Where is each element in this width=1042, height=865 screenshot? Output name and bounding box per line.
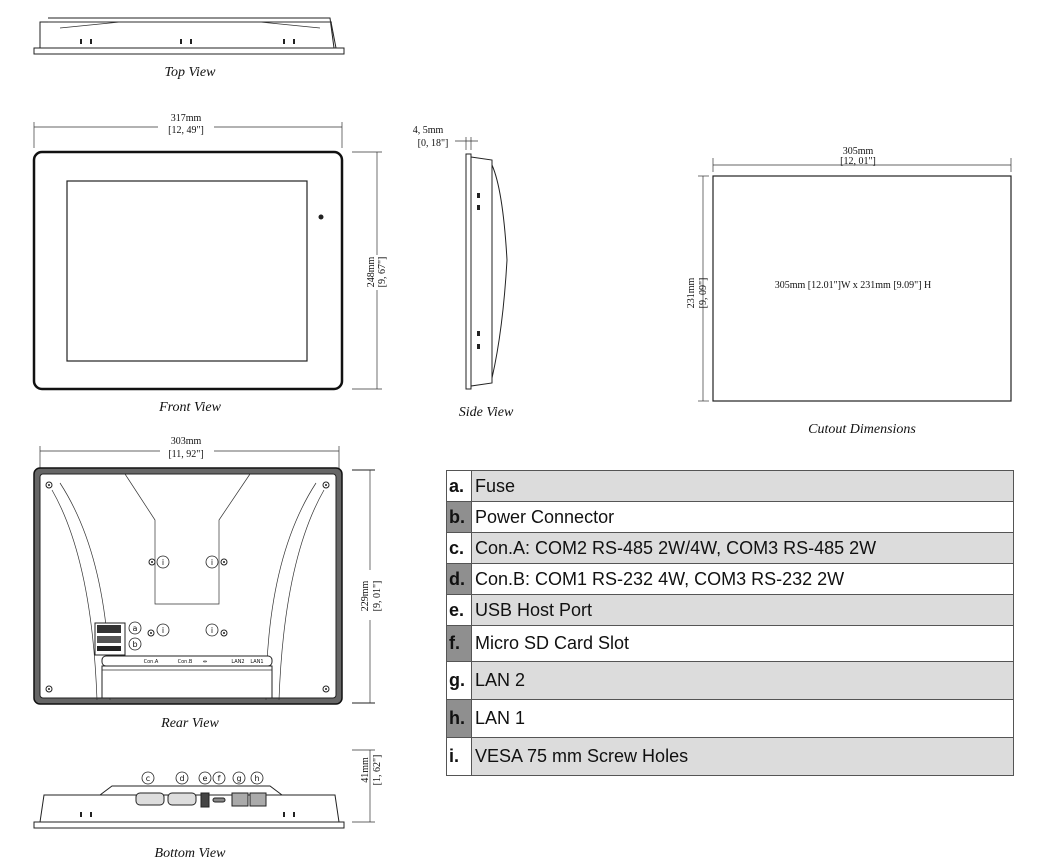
lan1-port bbox=[249, 792, 267, 807]
top-view-holes bbox=[80, 39, 295, 44]
bottom-view: c d e f g h 41mm [1, 62"] Bottom View bbox=[33, 749, 383, 861]
rear-callout-a: a bbox=[133, 624, 138, 633]
bottom-callouts: c d e f g h bbox=[141, 771, 264, 785]
rear-label-lan2: LAN2 bbox=[231, 659, 244, 665]
caption-side-view: Side View bbox=[459, 405, 514, 420]
sd-slot bbox=[212, 797, 226, 803]
legend-key: c. bbox=[446, 532, 472, 564]
usb-port bbox=[200, 792, 210, 808]
bottom-callout-d: d bbox=[179, 774, 184, 783]
legend-text: Micro SD Card Slot bbox=[471, 625, 1014, 662]
caption-rear-view: Rear View bbox=[160, 716, 219, 731]
rear-screws bbox=[45, 481, 330, 693]
rear-view: 303mm [11, 92"] i i i i bbox=[33, 436, 383, 731]
bottom-callout-e: e bbox=[203, 774, 208, 783]
front-height-mm: 248mm bbox=[366, 257, 377, 288]
legend-key: d. bbox=[446, 563, 472, 595]
cutout-view: 305mm [12, 01"] 231mm [9, 09"] 305mm [12… bbox=[686, 146, 1012, 437]
cutout-height-in: [9, 09"] bbox=[698, 278, 709, 309]
usb-icon: ⇹ bbox=[203, 659, 207, 665]
rear-label-con-a: Con.A bbox=[144, 659, 159, 665]
legend-row-i: i. VESA 75 mm Screw Holes bbox=[446, 737, 1014, 776]
legend-text: LAN 2 bbox=[471, 661, 1014, 700]
caption-top-view: Top View bbox=[165, 65, 217, 80]
top-view: Top View bbox=[33, 17, 345, 80]
rear-callouts-i: i i i i bbox=[156, 555, 219, 637]
bottom-depth-mm: 41mm bbox=[360, 757, 371, 783]
legend-text: LAN 1 bbox=[471, 699, 1014, 738]
bottom-callout-h: h bbox=[254, 774, 259, 783]
cutout-height-mm: 231mm bbox=[686, 278, 697, 309]
front-width-mm: 317mm bbox=[171, 113, 202, 124]
legend-text: Power Connector bbox=[471, 501, 1014, 533]
cutout-note: 305mm [12.01"]W x 231mm [9.09"] H bbox=[775, 280, 932, 291]
rear-callout-i-4: i bbox=[211, 626, 213, 635]
cutout-rect bbox=[712, 175, 1012, 402]
legend-row-a: a. Fuse bbox=[446, 470, 1014, 502]
side-view: 4, 5mm [0, 18"] Side View bbox=[413, 125, 514, 420]
rear-height-in: [9, 01"] bbox=[372, 581, 383, 612]
legend-key: a. bbox=[446, 470, 472, 502]
legend-key: e. bbox=[446, 594, 472, 626]
caption-front-view: Front View bbox=[158, 400, 221, 415]
rear-height-mm: 229mm bbox=[360, 581, 371, 612]
bottom-callout-c: c bbox=[146, 774, 150, 783]
front-width-in: [12, 49"] bbox=[168, 125, 204, 136]
legend-text: VESA 75 mm Screw Holes bbox=[471, 737, 1014, 776]
rear-callout-i-1: i bbox=[162, 558, 164, 567]
legend-text: Fuse bbox=[471, 470, 1014, 502]
rear-callout-i-2: i bbox=[211, 558, 213, 567]
power-led-icon bbox=[318, 214, 324, 220]
com-port-d bbox=[167, 792, 197, 806]
legend-row-h: h. LAN 1 bbox=[446, 699, 1014, 738]
com-port-c bbox=[135, 792, 165, 806]
rear-callout-b: b bbox=[132, 640, 137, 649]
legend-text: Con.A: COM2 RS-485 2W/4W, COM3 RS-485 2W bbox=[471, 532, 1014, 564]
front-screen bbox=[66, 180, 308, 362]
legend-row-e: e. USB Host Port bbox=[446, 594, 1014, 626]
rear-width-in: [11, 92"] bbox=[168, 449, 203, 460]
bottom-depth-in: [1, 62"] bbox=[372, 755, 383, 786]
front-view: 317mm [12, 49"] 248mm [9, 67"] Front Vie… bbox=[32, 113, 388, 415]
legend-key: i. bbox=[446, 737, 472, 776]
legend-row-c: c. Con.A: COM2 RS-485 2W/4W, COM3 RS-485… bbox=[446, 532, 1014, 564]
legend-key: f. bbox=[446, 625, 472, 662]
legend-table: a. Fuse b. Power Connector c. Con.A: COM… bbox=[446, 470, 1014, 776]
rear-label-lan1: LAN1 bbox=[250, 659, 263, 665]
side-depth-in: [0, 18"] bbox=[418, 138, 449, 149]
legend-row-b: b. Power Connector bbox=[446, 501, 1014, 533]
caption-cutout: Cutout Dimensions bbox=[808, 422, 916, 437]
cutout-width-mm: 305mm bbox=[843, 146, 874, 157]
rear-width-mm: 303mm bbox=[171, 436, 202, 447]
legend-row-g: g. LAN 2 bbox=[446, 661, 1014, 700]
lan2-port bbox=[231, 792, 249, 807]
legend-text: Con.B: COM1 RS-232 4W, COM3 RS-232 2W bbox=[471, 563, 1014, 595]
legend-row-f: f. Micro SD Card Slot bbox=[446, 625, 1014, 662]
rear-callout-i-3: i bbox=[162, 626, 164, 635]
cutout-width-in: [12, 01"] bbox=[840, 156, 876, 167]
legend-key: g. bbox=[446, 661, 472, 700]
legend-row-d: d. Con.B: COM1 RS-232 4W, COM3 RS-232 2W bbox=[446, 563, 1014, 595]
side-depth-mm: 4, 5mm bbox=[413, 125, 444, 136]
front-height-in: [9, 67"] bbox=[377, 257, 388, 288]
bottom-callout-f: f bbox=[218, 774, 221, 783]
legend-text: USB Host Port bbox=[471, 594, 1014, 626]
bottom-callout-g: g bbox=[236, 774, 241, 783]
legend-key: h. bbox=[446, 699, 472, 738]
caption-bottom-view: Bottom View bbox=[155, 846, 227, 861]
legend-key: b. bbox=[446, 501, 472, 533]
rear-label-con-b: Con.B bbox=[178, 659, 193, 665]
